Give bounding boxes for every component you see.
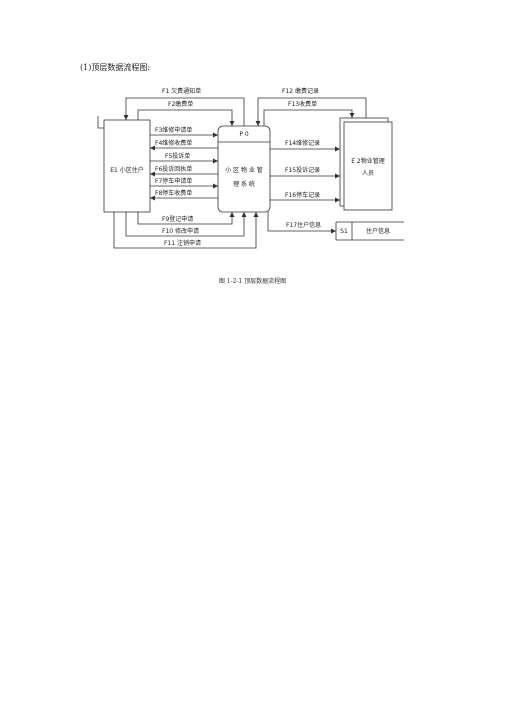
- flow-f17-label: F17住户信息: [286, 221, 321, 229]
- flow-f2-label: F2缴费单: [168, 100, 193, 108]
- flow-f11-label: F11 注销申请: [164, 239, 201, 247]
- flow-f1-line: [123, 97, 245, 126]
- entity-e1-label: E1 小区住户: [110, 166, 144, 174]
- flow-f11-line: [113, 212, 259, 249]
- flow-f10-line: [125, 212, 247, 237]
- top-level-data-flow-diagram: E1 小区住户 P 0 小 区 物 业 管 理 系 统 E 2物业管理 人员 S…: [97, 87, 404, 249]
- store-s1-id: S1: [340, 228, 348, 235]
- flow-f14-label: F14维修记录: [285, 139, 320, 147]
- flow-f7-label: F7停车申请单: [155, 177, 192, 185]
- process-p0-name-line1: 小 区 物 业 管: [225, 166, 263, 174]
- figure-caption: 图 1-2-1 顶层数据流程图: [218, 278, 287, 285]
- process-p0-id: P 0: [239, 131, 249, 138]
- flow-f16-label: F16停车记录: [285, 191, 320, 199]
- entity-e2-label-line1: E 2物业管理: [351, 157, 385, 165]
- flow-f17-line: [267, 212, 336, 234]
- entity-e2-box: [343, 121, 393, 211]
- entity-e2-label-line2: 人员: [362, 170, 374, 177]
- flow-f4-label: F4维修收费单: [155, 139, 192, 147]
- entity-e1-box: [103, 119, 151, 213]
- flow-f9-line: [137, 212, 235, 225]
- flow-f10-label: F10 修改申请: [162, 227, 199, 235]
- section-heading: (1)顶层数据流程图:: [80, 63, 151, 72]
- flow-f9-label: F9登记申请: [162, 215, 193, 223]
- flow-f6-label: F6投诉回执单: [155, 165, 192, 173]
- flow-f3-label: F3维修申请单: [155, 126, 192, 134]
- store-s1-name: 住户信息: [366, 227, 390, 235]
- flow-f13-line: [263, 109, 355, 126]
- flow-f15-label: F15投诉记录: [285, 166, 320, 174]
- flow-f8-label: F8停车收费单: [155, 189, 192, 197]
- process-p0-name-line2: 理 系 统: [233, 180, 255, 188]
- flow-f5-label: F5投诉单: [165, 152, 190, 160]
- flow-left-loop-top: [97, 116, 104, 129]
- flow-f2-line: [137, 109, 235, 126]
- flow-f12-label: F12 缴费记录: [282, 87, 319, 95]
- flow-f13-label: F13收费单: [288, 100, 317, 108]
- flow-f1-label: F1 欠费通知单: [162, 87, 201, 95]
- flow-f12-line: [255, 97, 367, 126]
